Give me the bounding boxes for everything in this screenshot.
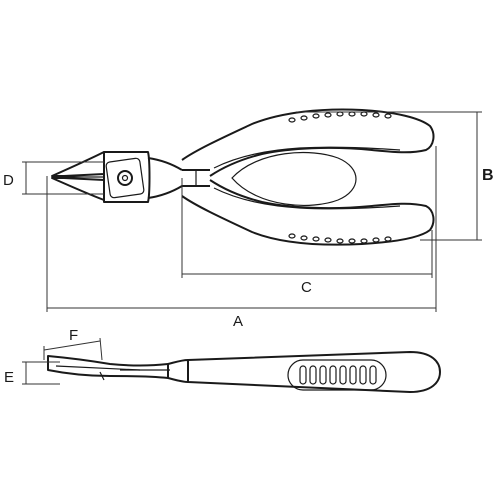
upper-grip-dimples — [288, 111, 392, 123]
label-e: E — [4, 369, 14, 386]
dimension-c: C — [181, 178, 433, 296]
pivot-rivet-icon — [117, 170, 133, 186]
neck — [147, 157, 210, 199]
handle-loop — [231, 151, 357, 207]
label-f: F — [69, 327, 78, 344]
pivot-head — [103, 151, 151, 203]
dimension-e: E — [4, 361, 60, 386]
dimension-a: A — [46, 146, 437, 330]
label-a: A — [233, 313, 243, 330]
label-d: D — [3, 172, 14, 189]
upper-handle — [181, 108, 435, 177]
lower-grip-dimples — [288, 233, 392, 244]
label-b: B — [482, 167, 494, 184]
cutting-jaws — [51, 151, 105, 201]
dimension-d: D — [3, 161, 104, 195]
pliers-side-view — [47, 351, 441, 393]
side-handle — [187, 351, 441, 393]
label-c: C — [301, 279, 312, 296]
dimension-f: F — [43, 327, 103, 361]
dimension-b: B — [296, 111, 494, 241]
pliers-top-view — [51, 108, 435, 246]
side-grip-ridges — [287, 359, 387, 391]
lower-handle — [181, 179, 435, 246]
